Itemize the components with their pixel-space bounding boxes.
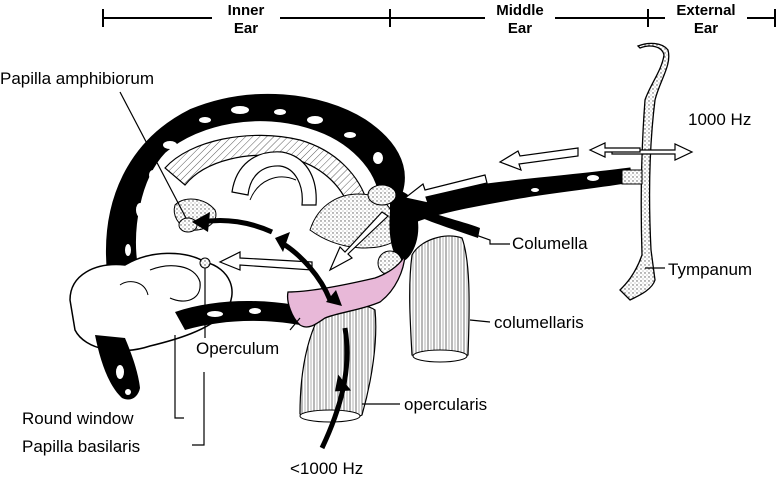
input-arrow-left: [588, 142, 641, 158]
leader-papilla-basilaris: [192, 372, 205, 446]
tympanum: [619, 42, 670, 301]
label-opercularis: opercularis: [404, 395, 487, 414]
airborne-arrow-2: [403, 174, 488, 204]
label-1000hz: 1000 Hz: [688, 110, 751, 129]
label-papilla-basilaris: Papilla basilaris: [22, 437, 140, 456]
columella: [367, 167, 633, 276]
leader-papilla-amphibiorum: [119, 91, 187, 219]
seismic-arrow-to-papilla: [201, 217, 274, 235]
header-inner-line1: Inner: [228, 2, 265, 19]
label-tympanum: Tympanum: [668, 260, 752, 279]
leader-operculum-pink: [289, 317, 301, 331]
columellaris-muscle: [409, 235, 470, 361]
input-arrow-right: [611, 143, 694, 161]
papilla-amphibiorum: [178, 217, 211, 269]
label-operculum: Operculum: [196, 339, 279, 358]
airborne-arrow-1: [498, 147, 579, 172]
header-external-line2: Ear: [694, 20, 718, 37]
leader-lines: [119, 91, 665, 446]
leader-columellaris: [469, 319, 491, 323]
label-columellaris: columellaris: [494, 313, 584, 332]
airborne-arrow-3: [328, 211, 389, 272]
header-middle-line1: Middle: [496, 2, 544, 19]
leader-columella: [419, 214, 510, 245]
operculum: [286, 254, 406, 328]
sound-path-arrows: [218, 142, 694, 272]
label-papilla-amphibiorum: Papilla amphibiorum: [0, 69, 154, 88]
header-inner-line2: Ear: [234, 20, 258, 37]
label-round-window: Round window: [22, 409, 134, 428]
label-columella: Columella: [512, 234, 588, 253]
leader-round-window: [174, 335, 184, 419]
header-middle-line2: Ear: [508, 20, 532, 37]
seismic-arrowheads: [192, 212, 352, 392]
papilla-basilaris: [199, 257, 211, 269]
seismic-arrow-upper: [283, 242, 333, 301]
label-less-1000hz: <1000 Hz: [290, 459, 363, 478]
airborne-arrow-4: [218, 251, 313, 271]
region-scale-bar: Inner Ear Middle Ear External Ear: [102, 0, 776, 38]
otic-capsule: [69, 93, 405, 400]
header-external-line1: External: [676, 2, 735, 19]
